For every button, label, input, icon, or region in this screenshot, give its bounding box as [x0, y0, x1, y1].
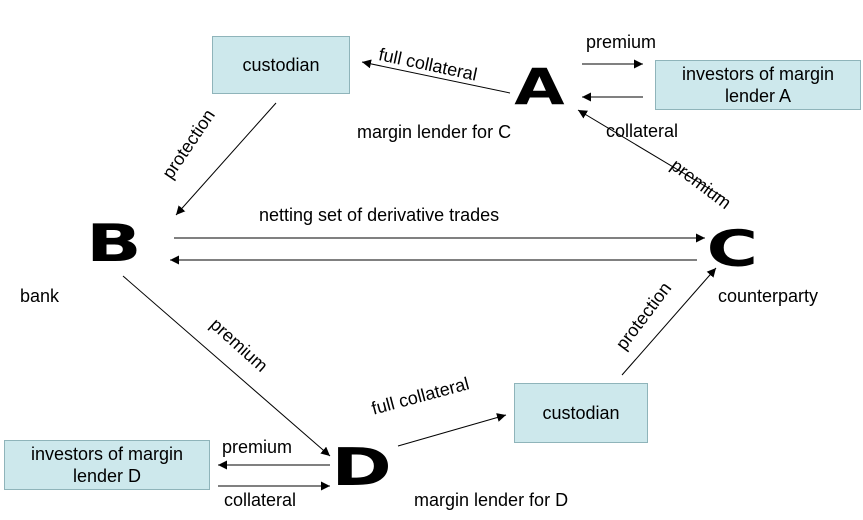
node-a-letter: A: [514, 58, 565, 116]
edge-label-investors-to-a: collateral: [606, 121, 679, 141]
node-d-caption: margin lender for D: [414, 490, 569, 510]
investors-lender-d-box: investors of margin lender D: [4, 440, 210, 490]
investors-lender-a-box: investors of margin lender A: [655, 60, 861, 110]
arrow-custodian-to-b: [175, 102, 277, 216]
investors-d-line1: investors of margin: [30, 444, 184, 464]
custodian-top-label: custodian: [242, 55, 320, 75]
edge-label-a-to-investors: premium: [586, 32, 657, 52]
edge-label-investors-to-d: collateral: [224, 490, 297, 510]
node-c-caption: counterparty: [718, 286, 819, 306]
arrow-custodian-to-c: [621, 267, 717, 376]
custodian-bottom-label: custodian: [542, 403, 620, 423]
edge-label-d-to-investors: premium: [222, 437, 293, 457]
arrow-d-to-custodian: [397, 413, 507, 447]
edge-label-netting: netting set of derivative trades: [259, 205, 500, 225]
investors-a-line1: investors of margin: [681, 64, 835, 84]
custodian-box-bottom: custodian: [514, 383, 648, 443]
node-d-letter: D: [331, 438, 392, 498]
custodian-box-top: custodian: [212, 36, 350, 94]
node-b-caption: bank: [20, 286, 60, 306]
arrow-c-to-a: [577, 109, 726, 199]
node-a-caption: margin lender for C: [357, 122, 512, 142]
node-c-letter: C: [706, 220, 759, 278]
investors-a-line2: lender A: [724, 86, 792, 106]
arrow-a-to-custodian: [361, 59, 511, 94]
arrow-b-to-d: [122, 275, 331, 457]
investors-d-line2: lender D: [72, 466, 142, 486]
node-b-letter: B: [86, 214, 142, 274]
